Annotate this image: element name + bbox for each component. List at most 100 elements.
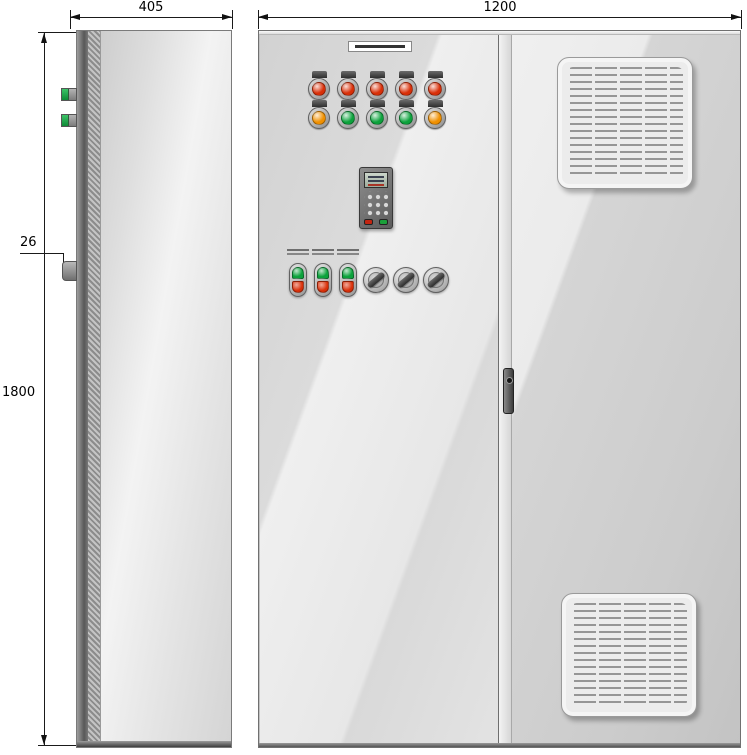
light-bezel	[395, 107, 417, 129]
stop-button	[342, 281, 354, 293]
indicator-row-2	[308, 100, 446, 129]
pushbutton-row	[289, 263, 357, 297]
light-legend-cap	[369, 71, 385, 78]
light-lens	[399, 111, 413, 125]
light-lens	[370, 111, 384, 125]
arrowhead-icon	[40, 735, 47, 745]
indicator-light-amber	[424, 100, 446, 129]
light-legend-cap	[398, 100, 414, 107]
dimension-label-side-width: 405	[138, 0, 164, 15]
light-legend-cap	[369, 100, 385, 107]
vfd-display	[364, 172, 388, 188]
dual-pushbutton	[339, 263, 357, 297]
dimension-line-side-width	[70, 17, 233, 18]
left-door	[259, 31, 499, 747]
light-legend-cap	[427, 71, 443, 78]
ventilation-grille-top	[557, 57, 693, 189]
dimension-line-height	[44, 32, 45, 746]
light-bezel	[366, 78, 388, 100]
vfd-button-row	[364, 219, 388, 225]
stop-button	[292, 281, 304, 293]
light-legend-cap	[427, 100, 443, 107]
nameplate	[348, 41, 412, 52]
arrowhead-icon	[258, 13, 268, 20]
dimension-label-detail: 26	[20, 235, 37, 250]
light-bezel	[308, 107, 330, 129]
indicator-light-green	[395, 100, 417, 129]
indicator-light-amber	[308, 100, 330, 129]
light-lens	[428, 82, 442, 96]
light-bezel	[424, 107, 446, 129]
light-legend-cap	[340, 71, 356, 78]
dimension-label-front-width: 1200	[483, 0, 517, 15]
start-button	[342, 267, 354, 279]
dual-pushbutton	[289, 263, 307, 297]
indicator-light-red	[424, 71, 446, 100]
vfd-keys	[364, 191, 388, 216]
arrowhead-icon	[70, 13, 80, 20]
selector-switch	[423, 267, 449, 293]
indicator-light-red	[366, 71, 388, 100]
label-plate	[287, 249, 309, 255]
arrowhead-icon	[222, 13, 232, 20]
light-legend-cap	[398, 71, 414, 78]
door-edge-profile	[77, 31, 88, 747]
right-door	[499, 31, 740, 747]
light-bezel	[424, 78, 446, 100]
arrowhead-icon	[40, 33, 47, 43]
light-bezel	[337, 107, 359, 129]
light-legend-cap	[340, 100, 356, 107]
hinge-cap	[62, 89, 69, 100]
dimension-label-height: 1800	[2, 385, 36, 400]
door-handle-lock	[503, 368, 514, 414]
cabinet-bottom-edge	[259, 743, 740, 747]
selector-row	[363, 267, 449, 293]
cabinet-base	[77, 741, 231, 747]
indicator-light-red	[308, 71, 330, 100]
ventilation-grille-bottom	[561, 593, 697, 717]
leader-line	[20, 253, 64, 254]
light-legend-cap	[311, 71, 327, 78]
hinge-upper	[61, 114, 77, 127]
indicator-light-red	[395, 71, 417, 100]
light-lens	[399, 82, 413, 96]
vfd-stop-button	[364, 219, 373, 225]
frame-gasket	[88, 31, 101, 747]
grille-louvers	[571, 603, 687, 707]
extension-line	[232, 10, 233, 29]
vfd-keypad	[359, 167, 393, 229]
light-bezel	[395, 78, 417, 100]
indicator-light-green	[366, 100, 388, 129]
extension-line	[70, 10, 71, 29]
cabinet-side-body	[76, 30, 232, 748]
light-lens	[312, 111, 326, 125]
light-lens	[428, 111, 442, 125]
selector-switch	[363, 267, 389, 293]
extension-line	[258, 10, 259, 29]
pushbutton-labels-row	[287, 249, 359, 255]
light-bezel	[308, 78, 330, 100]
cabinet-front-body	[258, 30, 741, 748]
cabinet-top-edge	[259, 31, 740, 35]
stop-button	[317, 281, 329, 293]
selector-switch	[393, 267, 419, 293]
indicator-light-red	[337, 71, 359, 100]
grille-louvers	[567, 67, 683, 179]
lock-shaft	[62, 261, 77, 281]
label-plate	[312, 249, 334, 255]
dual-pushbutton	[314, 263, 332, 297]
arrowhead-icon	[731, 13, 741, 20]
light-lens	[370, 82, 384, 96]
dimension-line-front-width	[258, 17, 742, 18]
extension-line	[38, 745, 76, 746]
extension-line	[741, 10, 742, 29]
extension-line	[38, 32, 76, 33]
leader-line	[63, 253, 64, 263]
hinge-cap	[62, 115, 69, 126]
label-plate	[337, 249, 359, 255]
indicator-light-green	[337, 100, 359, 129]
indicator-row-1	[308, 71, 446, 100]
light-lens	[341, 82, 355, 96]
start-button	[317, 267, 329, 279]
